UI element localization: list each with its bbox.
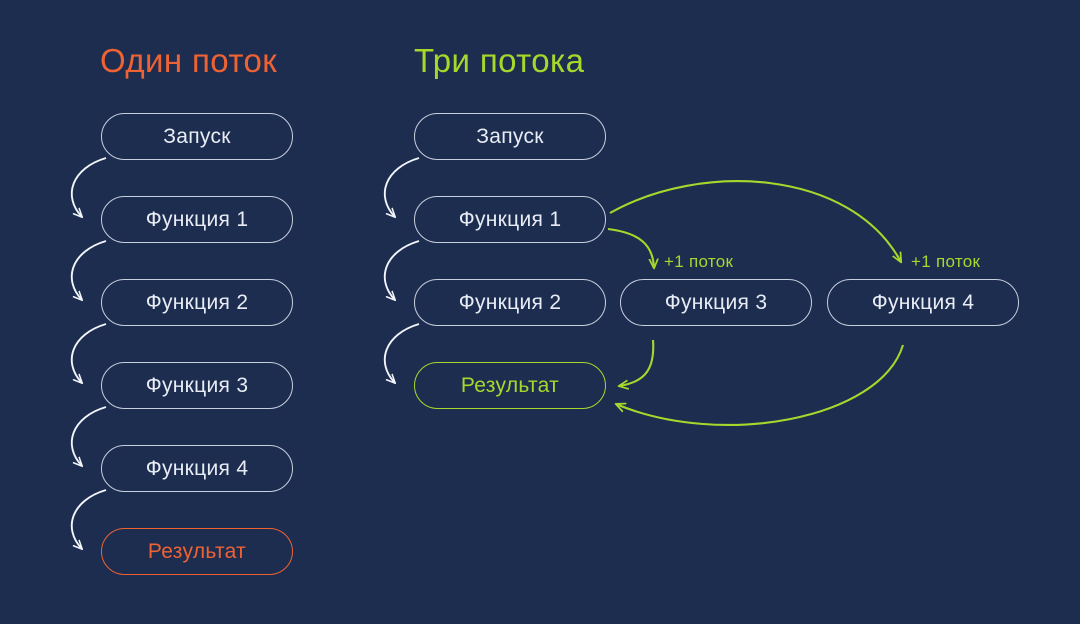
- node-label: Запуск: [163, 124, 231, 148]
- node-single-function-3[interactable]: Функция 3: [101, 362, 293, 409]
- node-label: Функция 2: [458, 290, 562, 314]
- node-multi-zapusk[interactable]: Запуск: [414, 113, 606, 160]
- node-label: Функция 3: [145, 373, 249, 397]
- thread-label-function-4: +1 поток: [911, 252, 981, 271]
- right-column-sequence-arrows: [383, 157, 420, 383]
- node-label: Функция 3: [664, 290, 768, 314]
- spawn-arrow-to-function-4: [609, 180, 901, 262]
- node-single-zapusk[interactable]: Запуск: [101, 113, 293, 160]
- node-label: Функция 4: [871, 290, 975, 314]
- column-title-three-threads: Три потока: [414, 42, 585, 79]
- return-arrow-from-function-3: [619, 339, 655, 386]
- spawn-arrow-to-function-3: [607, 227, 654, 268]
- node-label: Результат: [460, 373, 560, 397]
- node-label: Функция 1: [145, 207, 249, 231]
- column-title-single-thread: Один поток: [100, 42, 278, 79]
- node-multi-function-1[interactable]: Функция 1: [414, 196, 606, 243]
- node-label: Функция 1: [458, 207, 562, 231]
- node-multi-function-4[interactable]: Функция 4: [827, 279, 1019, 326]
- node-multi-function-2[interactable]: Функция 2: [414, 279, 606, 326]
- node-label: Функция 2: [145, 290, 249, 314]
- node-multi-result[interactable]: Результат: [414, 362, 606, 409]
- node-label: Запуск: [476, 124, 544, 148]
- node-single-function-1[interactable]: Функция 1: [101, 196, 293, 243]
- node-single-result[interactable]: Результат: [101, 528, 293, 575]
- node-single-function-4[interactable]: Функция 4: [101, 445, 293, 492]
- node-label: Функция 4: [145, 456, 249, 480]
- node-single-function-2[interactable]: Функция 2: [101, 279, 293, 326]
- thread-label-function-3: +1 поток: [664, 252, 734, 271]
- node-label: Результат: [147, 539, 247, 563]
- return-arrow-from-function-4: [616, 344, 905, 426]
- node-multi-function-3[interactable]: Функция 3: [620, 279, 812, 326]
